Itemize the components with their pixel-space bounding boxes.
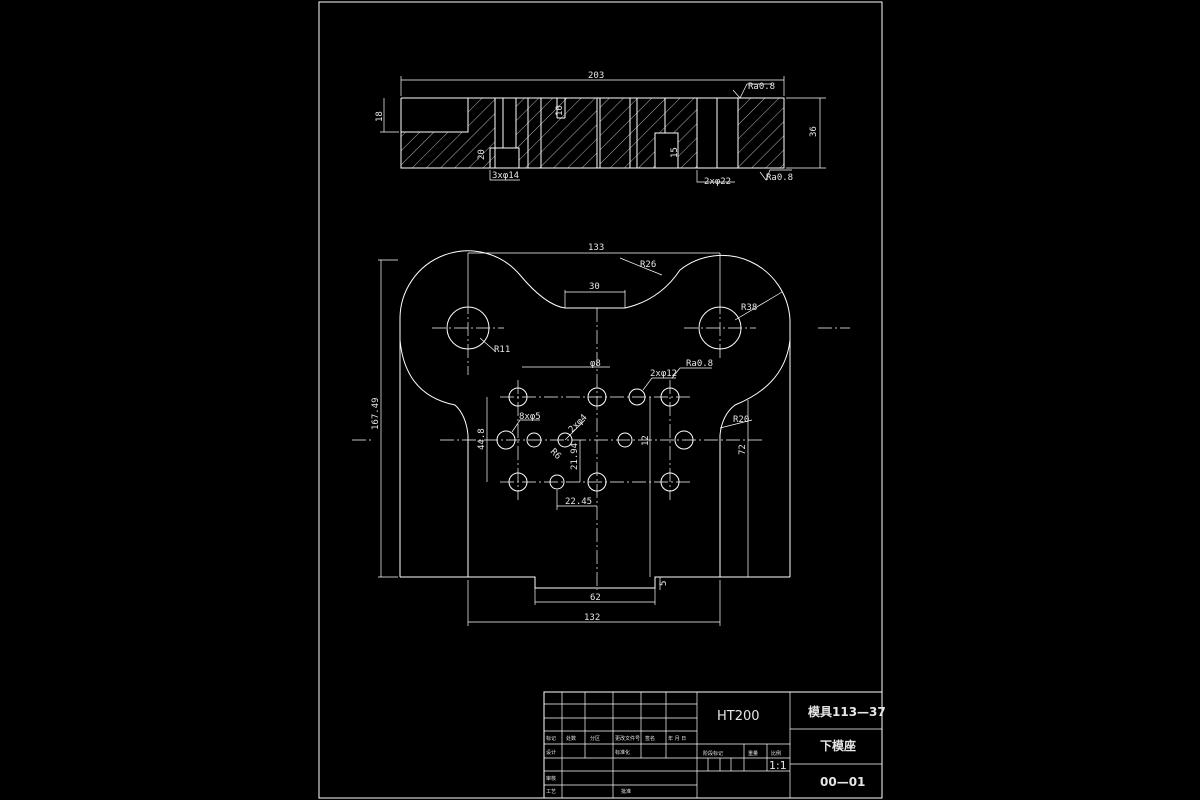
dim-small-hole: 2xφ12 xyxy=(650,369,677,379)
tb-label-stage: 阶段标记 xyxy=(703,750,723,757)
tb-material: HT200 xyxy=(717,709,760,724)
dim-72: 72 xyxy=(738,444,748,455)
hole-callout-right: 2xφ22 xyxy=(704,177,731,187)
tb-label-count: 处数 xyxy=(566,735,576,742)
dim-center-hole: φ8 xyxy=(590,359,601,369)
tb-label-mark: 标记 xyxy=(546,735,556,742)
dim-radius-hole: R11 xyxy=(494,345,510,355)
section-hatch xyxy=(401,98,784,168)
tb-label-change: 更改文件号 xyxy=(615,735,640,742)
plan-view: 133 30 R26 R38 R11 R20 167.49 72 44.8 12… xyxy=(352,243,850,626)
dim-width-top: 133 xyxy=(588,243,604,253)
dim-slot-depth: 10 xyxy=(555,105,565,116)
dim-r6: R6 xyxy=(548,447,563,462)
tb-label-ratio: 比例 xyxy=(771,750,781,757)
dim-thickness-left: 18 xyxy=(375,111,385,122)
tb-label-review: 审核 xyxy=(546,775,556,782)
dim-slot-width: 30 xyxy=(589,282,600,292)
dim-step-depth-right: 15 xyxy=(670,147,680,158)
dim-21-94: 21.94 xyxy=(570,443,580,470)
dim-62: 62 xyxy=(590,593,601,603)
tb-drawing-number: 00—01 xyxy=(820,775,865,789)
dim-radius-right: R38 xyxy=(741,303,757,313)
dim-44-8: 44.8 xyxy=(477,428,487,450)
dim-thickness-right: 36 xyxy=(809,126,819,137)
roughness-top: Ra0.8 xyxy=(748,82,775,92)
hole-pattern xyxy=(496,380,694,500)
tb-scale: 1:1 xyxy=(769,759,787,772)
tb-drawing-name: 模具113—37 xyxy=(808,704,886,719)
section-outline xyxy=(400,97,785,169)
tb-label-approve: 批准 xyxy=(621,788,631,795)
section-view: 203 18 36 Ra0.8 Ra0.8 3xφ14 2xφ22 20 15 … xyxy=(375,71,826,187)
tb-label-weight: 重量 xyxy=(748,750,758,757)
tb-label-date: 年 月 日 xyxy=(668,735,686,742)
dim-radius-lower-right: R20 xyxy=(733,415,749,425)
dim-width-bottom: 132 xyxy=(584,613,600,623)
dim-12: 12 xyxy=(641,435,651,446)
hole-pattern-b: 2xφ4 xyxy=(567,413,589,435)
tb-label-design: 设计 xyxy=(546,749,556,756)
hole-callout-left: 3xφ14 xyxy=(492,171,519,181)
roughness-plan: Ra0.8 xyxy=(686,359,713,369)
dim-height-total: 167.49 xyxy=(371,397,381,430)
dim-overall-width: 203 xyxy=(588,71,604,81)
dim-5: 5 xyxy=(659,581,669,586)
tb-label-sign: 签名 xyxy=(645,735,655,742)
dim-step-depth: 20 xyxy=(477,149,487,160)
title-block: 标记 处数 分区 更改文件号 签名 年 月 日 设计 标准化 审核 工艺 批准 … xyxy=(543,691,886,799)
dim-22-45: 22.45 xyxy=(565,497,592,507)
dim-radius-outer-top: R26 xyxy=(640,260,656,270)
tb-label-process: 工艺 xyxy=(546,789,556,795)
tb-part-name: 下模座 xyxy=(820,738,856,753)
hole-pattern-a: 8xφ5 xyxy=(519,412,541,422)
roughness-bottom: Ra0.8 xyxy=(766,173,793,183)
tb-label-zone: 分区 xyxy=(590,735,600,742)
tb-label-standard: 标准化 xyxy=(615,749,630,756)
plan-outline xyxy=(399,255,786,588)
